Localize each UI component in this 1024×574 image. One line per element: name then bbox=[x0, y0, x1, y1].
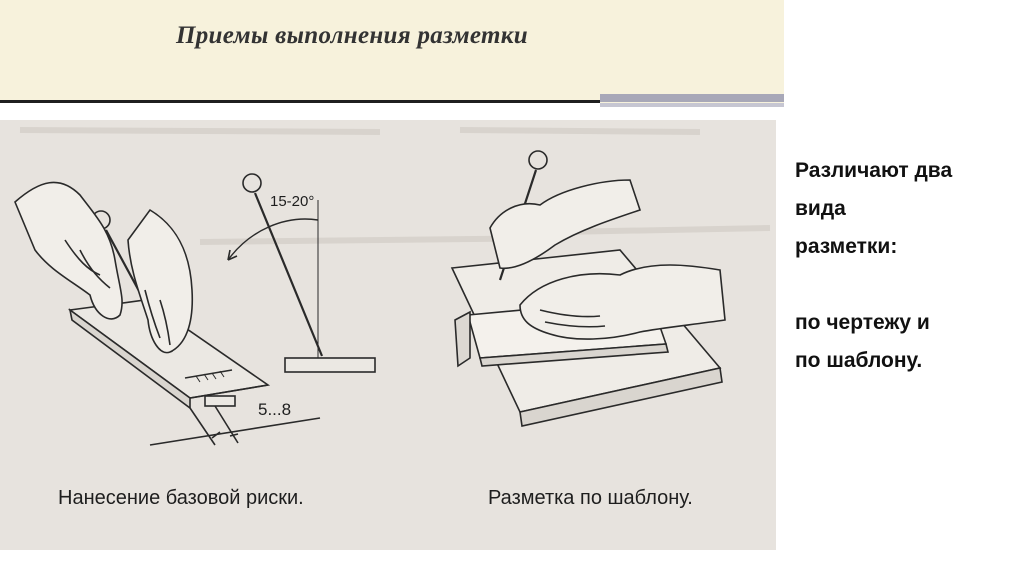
slide-header: Приемы выполнения разметки bbox=[0, 0, 784, 103]
dimension-label: 5...8 bbox=[258, 400, 291, 420]
illustration-drawing bbox=[0, 120, 776, 550]
slide-title: Приемы выполнения разметки bbox=[176, 22, 528, 50]
background-smudges bbox=[20, 130, 770, 242]
angle-label: 15-20° bbox=[270, 193, 314, 210]
caption-base-line: Нанесение базовой риски. bbox=[58, 487, 304, 510]
left-hand bbox=[15, 182, 122, 318]
template-scriber-ring bbox=[529, 151, 547, 169]
marking-illustration: Нанесение базовой риски. Разметка по шаб… bbox=[0, 120, 776, 550]
right-drawing bbox=[452, 151, 725, 426]
side-text-line: Различают два bbox=[795, 152, 1020, 190]
side-text-line: разметки: bbox=[795, 228, 1020, 266]
header-accent-bar-lower bbox=[600, 103, 784, 107]
side-text-line: по чертежу и bbox=[795, 304, 1020, 342]
workpiece-block bbox=[285, 358, 375, 372]
upright-scriber-ring bbox=[243, 174, 261, 192]
header-accent-bar bbox=[600, 94, 784, 102]
side-text-line: по шаблону. bbox=[795, 342, 1020, 380]
caption-template-marking: Разметка по шаблону. bbox=[488, 487, 693, 510]
left-drawing bbox=[15, 174, 375, 445]
upright-scriber bbox=[255, 193, 322, 356]
clamp bbox=[455, 312, 470, 366]
side-text-line: вида bbox=[795, 190, 1020, 228]
header-divider bbox=[0, 100, 600, 103]
side-text: Различают два вида разметки: по чертежу … bbox=[795, 152, 1020, 380]
